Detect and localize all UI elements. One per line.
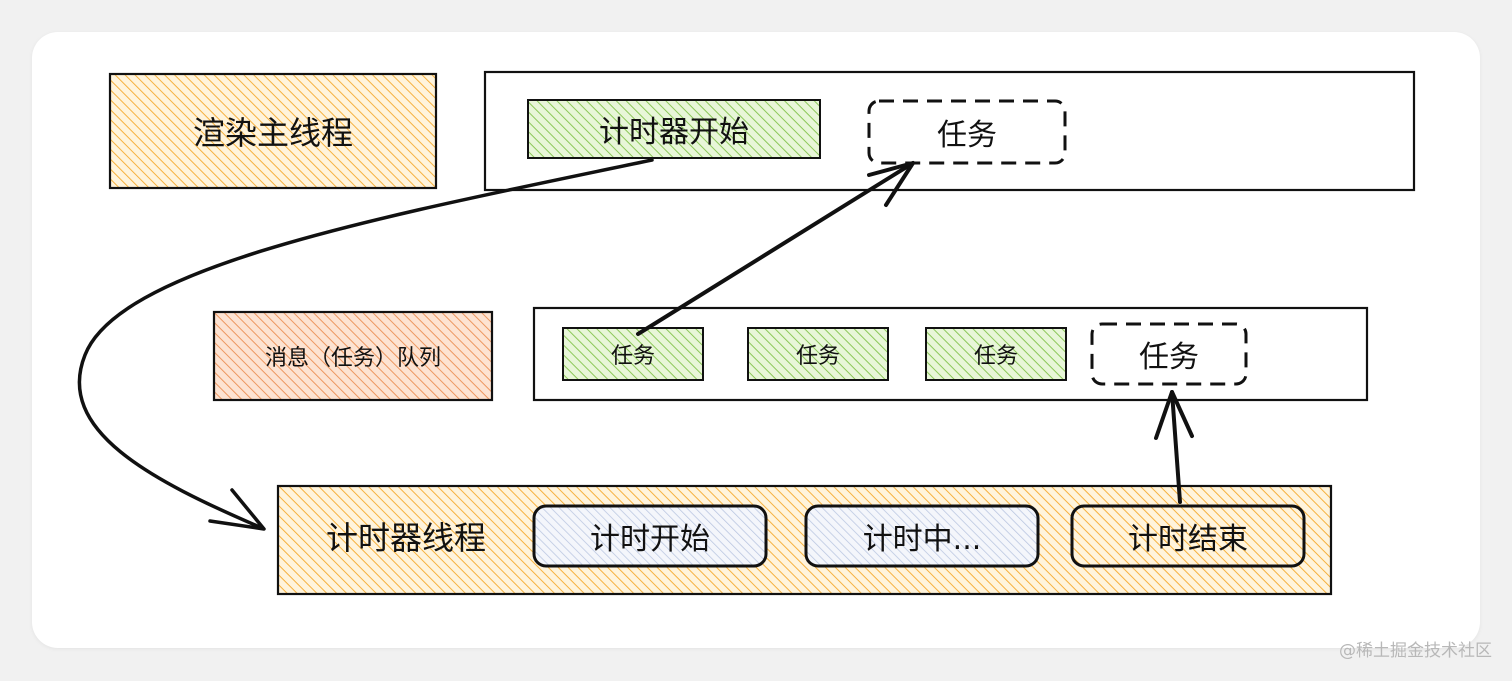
arrow-queue-to-main-task bbox=[636, 161, 915, 336]
timer-step-start bbox=[532, 504, 768, 568]
timer-step-running bbox=[804, 504, 1040, 568]
main-pending-task-box bbox=[867, 99, 1067, 165]
queue-pending-task-box bbox=[1090, 322, 1248, 386]
arrow-timer-end-to-queue bbox=[1170, 390, 1182, 504]
curved-arrow-head bbox=[208, 488, 266, 531]
queue-task-1 bbox=[562, 327, 704, 381]
curved-arrow-to-timer-thread bbox=[77, 158, 654, 530]
message-queue-box bbox=[212, 310, 494, 402]
arrow-queue-to-main-task-head bbox=[867, 161, 915, 207]
queue-task-2 bbox=[747, 327, 889, 381]
queue-task-3 bbox=[925, 327, 1067, 381]
render-main-thread-box bbox=[108, 72, 438, 190]
timer-step-end bbox=[1070, 504, 1306, 568]
watermark: @稀土掘金技术社区 bbox=[1339, 641, 1492, 661]
arrow-timer-end-to-queue-head bbox=[1154, 390, 1194, 440]
timer-start-block bbox=[527, 99, 821, 159]
